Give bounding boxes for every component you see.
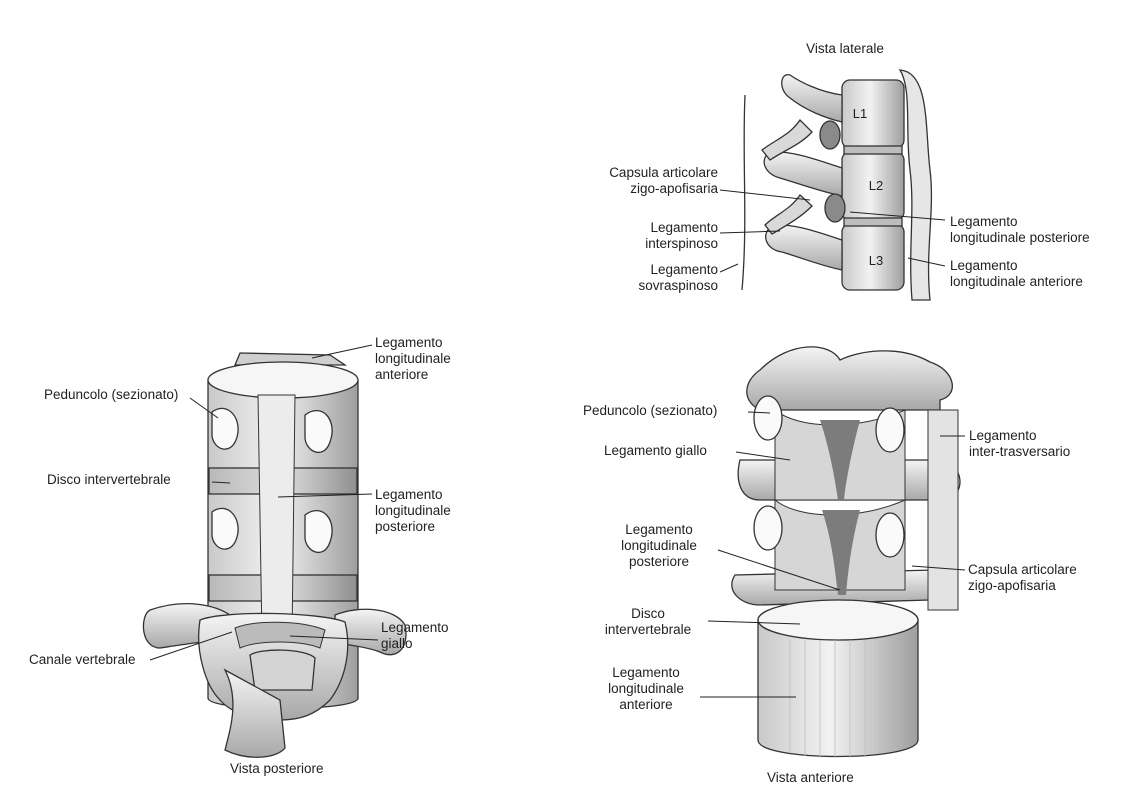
label-posterior-peduncolo: Peduncolo (sezionato)	[44, 387, 178, 403]
lateral-view-drawing	[742, 70, 931, 300]
label-posterior-disco: Disco intervertebrale	[47, 472, 171, 488]
vertebra-l2-label: L2	[869, 178, 883, 193]
label-posterior-canale: Canale vertebrale	[29, 652, 136, 668]
vertebra-l3-label: L3	[869, 253, 883, 268]
posterior-view-caption: Vista posteriore	[230, 761, 324, 777]
vertebra-l1-body	[842, 80, 904, 148]
label-anterior-giallo: Legamento giallo	[604, 443, 707, 459]
anterior-view-drawing	[732, 347, 960, 758]
lateral-view-title: Vista laterale	[806, 41, 884, 56]
anterior-view-caption: Vista anteriore	[767, 770, 854, 786]
posterior-view-drawing	[143, 353, 406, 757]
label-anterior-peduncolo: Peduncolo (sezionato)	[583, 403, 717, 419]
vertebra-l1-label: L1	[853, 106, 867, 121]
